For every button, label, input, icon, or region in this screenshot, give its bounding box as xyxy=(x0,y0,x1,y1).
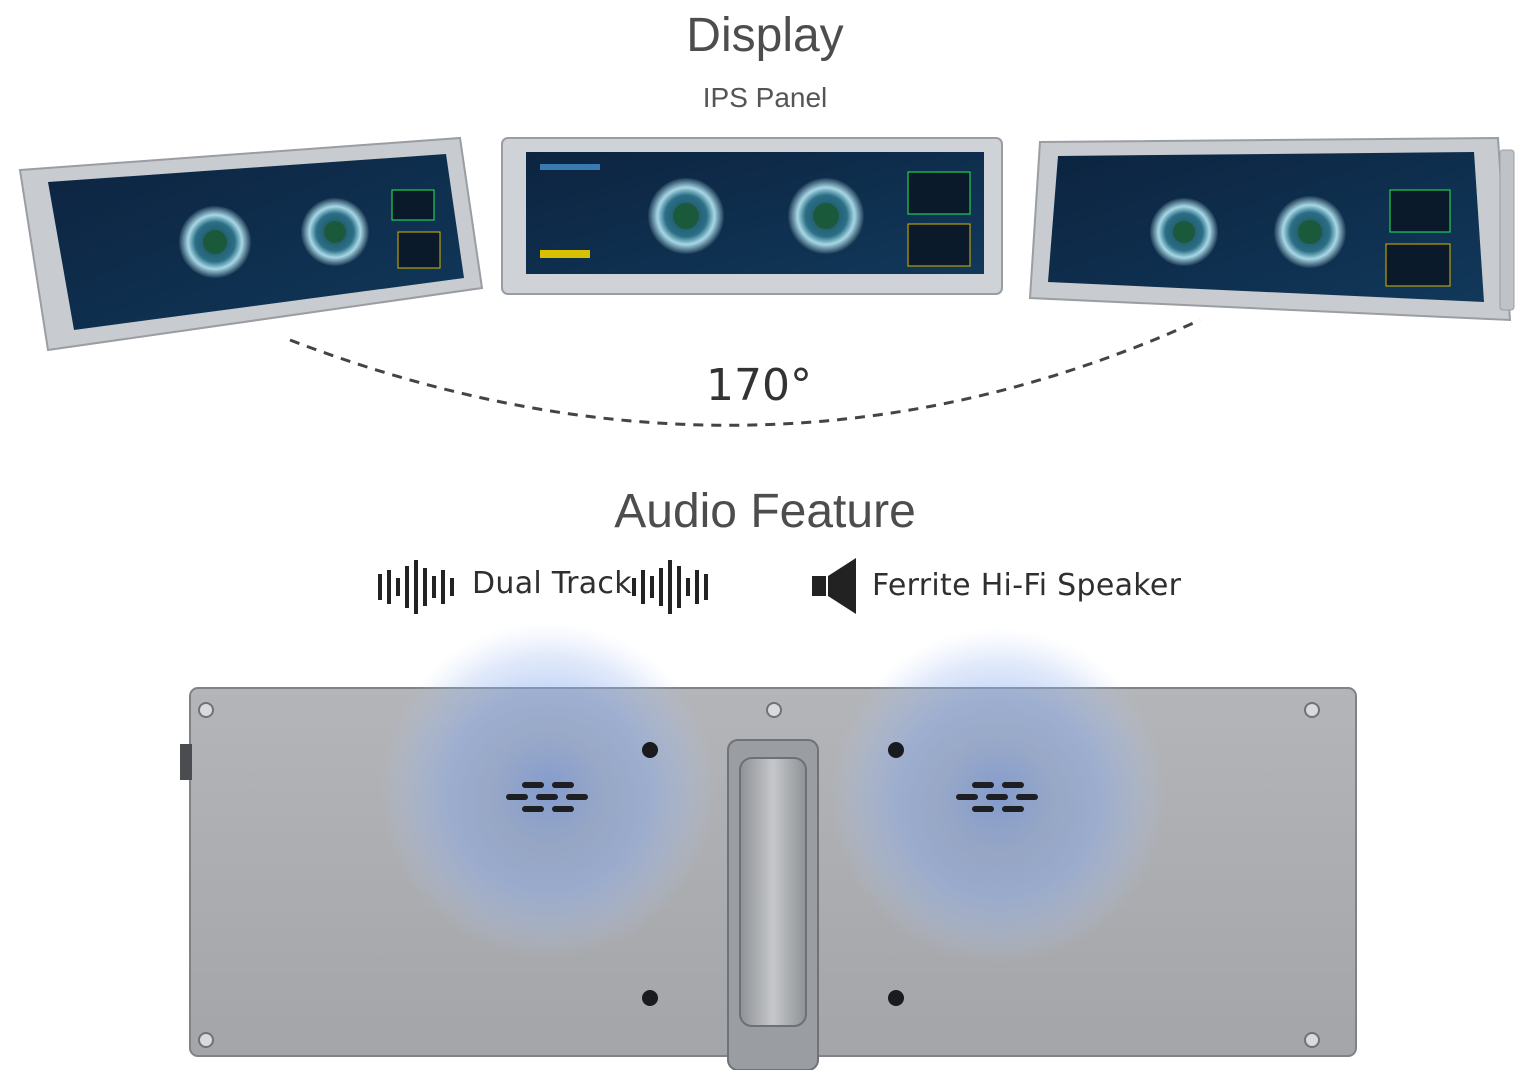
display-views xyxy=(18,136,1515,427)
speaker-icon xyxy=(812,558,856,614)
display-right xyxy=(1028,136,1515,322)
viewing-angle-arc xyxy=(289,318,1201,427)
viewing-angle-label: 170° xyxy=(706,360,812,411)
sound-wave-icon xyxy=(632,560,708,614)
screw-icon xyxy=(1304,1032,1320,1048)
sound-wave-icon xyxy=(378,560,454,614)
display-title: Display xyxy=(686,9,844,62)
screw-icon xyxy=(1304,702,1320,718)
display-left xyxy=(18,136,484,352)
screw-icon xyxy=(198,702,214,718)
feature-dual-track-label: Dual Track xyxy=(472,566,632,601)
side-port xyxy=(180,744,192,780)
device-back-panel xyxy=(180,622,1357,1070)
display-center xyxy=(501,137,1003,295)
right-speaker-grille xyxy=(956,782,1038,812)
feature-ferrite-speaker-label: Ferrite Hi-Fi Speaker xyxy=(872,568,1182,603)
display-subtitle: IPS Panel xyxy=(702,82,828,113)
screw-icon xyxy=(198,1032,214,1048)
screw-icon xyxy=(766,702,782,718)
audio-title: Audio Feature xyxy=(614,485,916,538)
left-speaker-grille xyxy=(506,782,588,812)
left-speaker-glow xyxy=(380,622,716,958)
